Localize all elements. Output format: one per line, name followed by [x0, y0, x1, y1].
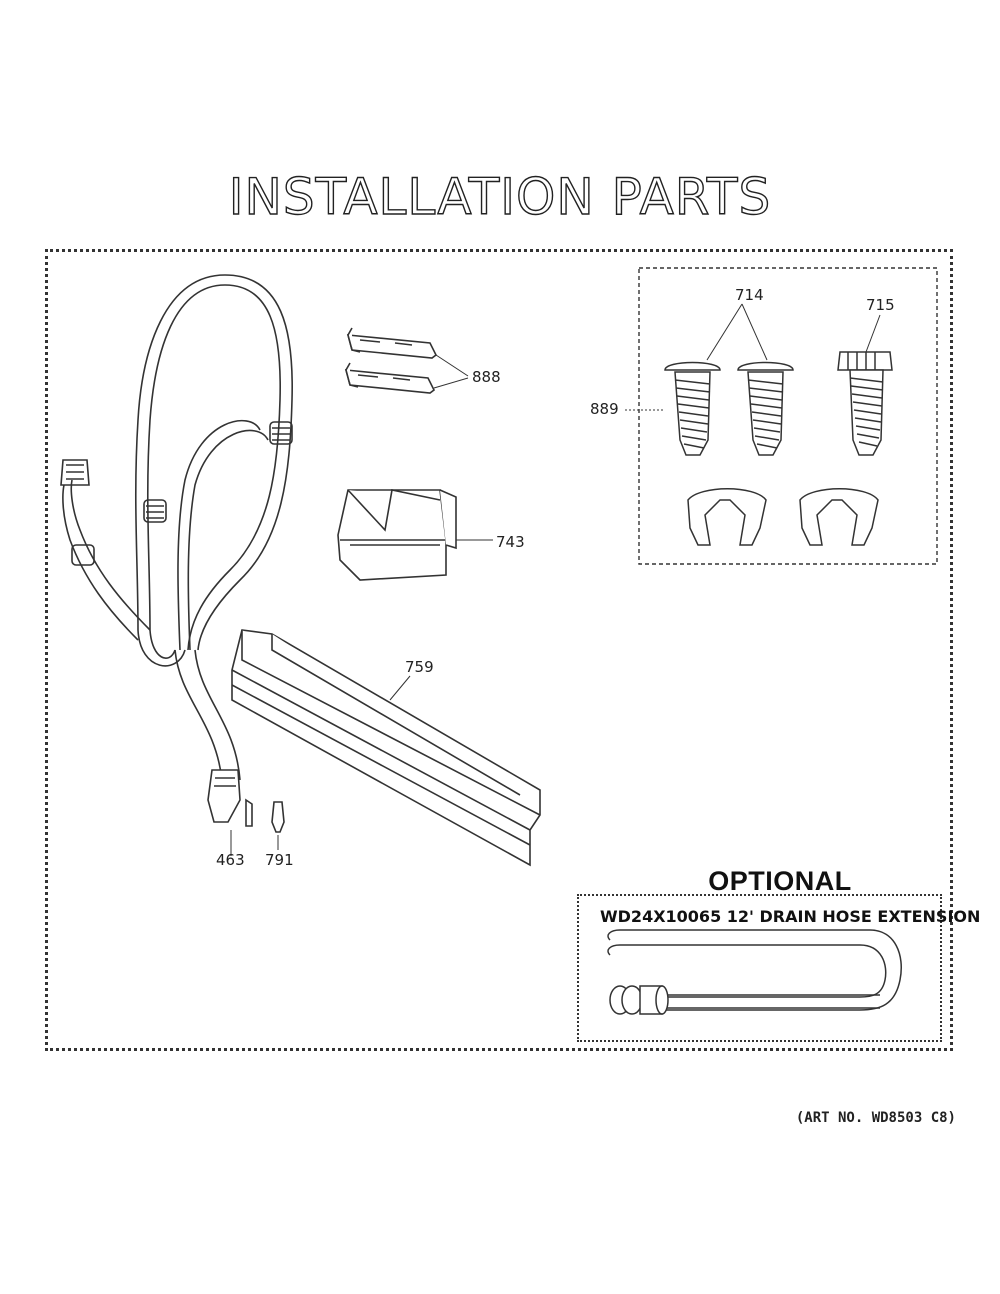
optional-heading: OPTIONAL — [708, 866, 852, 896]
optional-box — [577, 894, 942, 1042]
elbow-icon — [207, 769, 253, 850]
hardware-group-box — [638, 267, 938, 565]
parts-frame — [45, 249, 953, 1051]
screw-icon — [664, 303, 794, 456]
art-number: (ART NO. WD8503 C8) — [795, 1110, 956, 1126]
drain-hose-icon — [60, 274, 294, 781]
clip-icon — [337, 489, 493, 581]
optional-part-label: WD24X10065 12' DRAIN HOSE EXTENSION — [600, 907, 981, 926]
bracket-icon — [344, 327, 469, 394]
callout-714: 714 — [735, 286, 764, 304]
channel-icon — [231, 629, 541, 867]
clip-icon — [687, 488, 879, 546]
drain-hose-icon — [607, 929, 902, 1015]
callout-888: 888 — [472, 368, 501, 386]
plug-icon — [271, 801, 285, 850]
callout-715: 715 — [866, 296, 895, 314]
page-title: INSTALLATION PARTS — [228, 167, 772, 226]
callout-791: 791 — [265, 851, 294, 869]
callout-889: 889 — [590, 400, 619, 418]
callout-743: 743 — [496, 533, 525, 551]
screw-icon — [837, 314, 893, 456]
callout-463: 463 — [216, 851, 245, 869]
callout-759: 759 — [405, 658, 434, 676]
